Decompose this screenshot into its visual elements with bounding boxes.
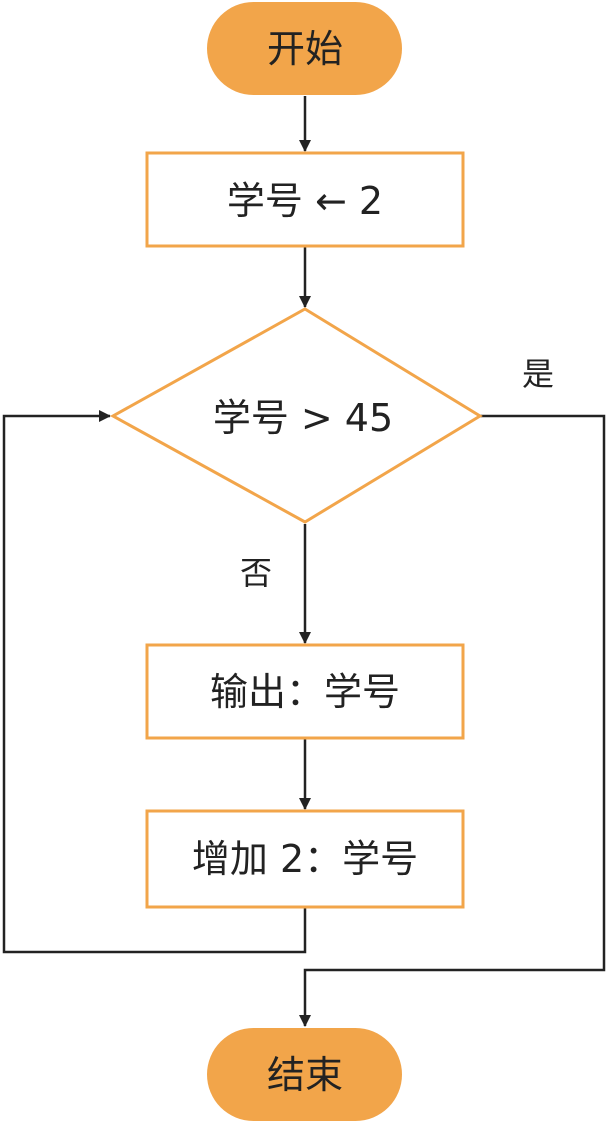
increment-label: 增加 2：学号 — [192, 837, 418, 881]
edge-decision-yes-to-end — [299, 414, 606, 1027]
start-node: 开始 — [207, 2, 402, 95]
output-node: 输出：学号 — [145, 643, 465, 740]
assign-label: 学号 ← 2 — [227, 179, 383, 223]
increment-node: 增加 2：学号 — [145, 809, 465, 909]
end-node: 结束 — [207, 1028, 402, 1121]
yes-label: 是 — [522, 355, 554, 393]
end-label: 结束 — [267, 1053, 343, 1097]
increment-box — [145, 809, 465, 909]
decision-diamond — [109, 307, 483, 524]
connectors — [2, 96, 606, 1027]
end-terminal-shape — [207, 1028, 402, 1121]
output-label: 输出：学号 — [210, 670, 400, 714]
output-box — [145, 643, 465, 740]
start-terminal-shape — [207, 2, 402, 95]
assign-node: 学号 ← 2 — [145, 151, 465, 248]
start-label: 开始 — [267, 27, 343, 71]
decision-node: 学号 > 45 — [109, 307, 483, 524]
edge-loop-back — [2, 410, 307, 954]
decision-label: 学号 > 45 — [213, 396, 393, 440]
no-label: 否 — [240, 554, 272, 592]
assign-box — [145, 151, 465, 248]
